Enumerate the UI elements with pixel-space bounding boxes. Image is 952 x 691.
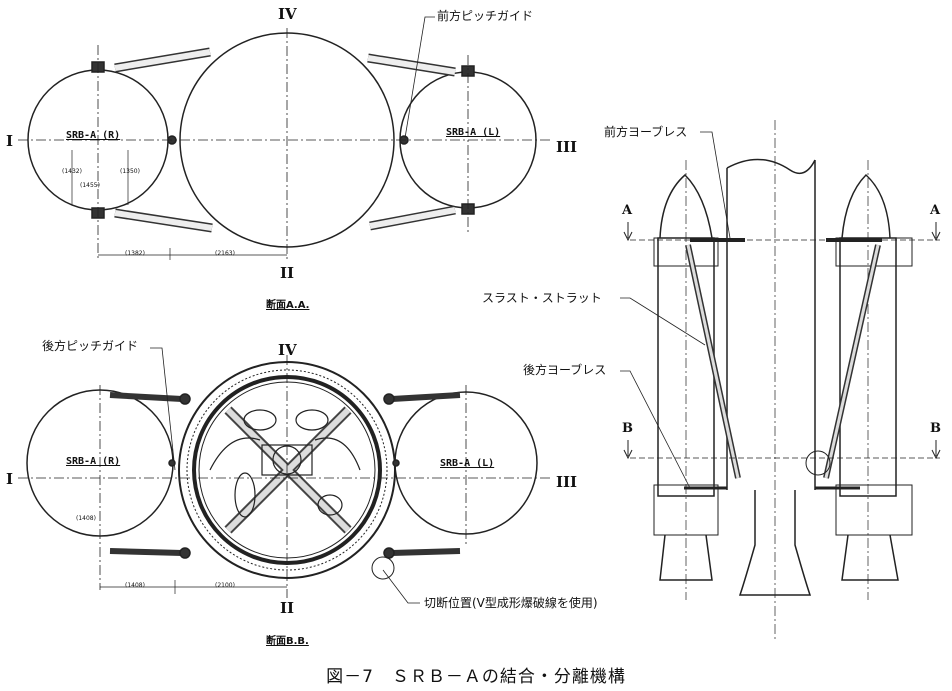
dim-bb-3: (1408) [76, 515, 96, 522]
section-bb-title: 断面B.B. [266, 636, 309, 647]
figure-caption: 図－7 ＳＲＢ－Ａの結合・分離機構 [326, 667, 626, 687]
section-b-mark-right: B [930, 421, 941, 436]
dim-aa-4: (1432) [62, 168, 82, 175]
section-b-mark-left: B [622, 421, 633, 436]
label-thrust-strut: スラスト・ストラット [482, 291, 602, 305]
axis-ii-bottom-aa: II [280, 264, 295, 282]
axis-iv-top-aa: IV [278, 5, 297, 23]
srb-l-label-aa: SRB-A (L) [446, 127, 501, 138]
dim-aa-1: (1382) [125, 250, 145, 257]
label-aft-pitch-guide: 後方ピッチガイド [42, 339, 139, 353]
section-a-mark-right: A [930, 203, 941, 218]
section-a-mark-left: A [622, 203, 633, 218]
srb-r-label-aa: SRB-A (R) [66, 130, 121, 141]
axis-iii-right-aa: III [556, 138, 578, 156]
dim-bb-1: (1408) [125, 582, 145, 589]
axis-iv-top-bb: IV [278, 341, 297, 359]
axis-ii-bottom-bb: II [280, 599, 295, 617]
dim-aa-2: (2163) [215, 250, 235, 257]
srb-l-label-bb: SRB-A (L) [440, 458, 495, 469]
dim-aa-3: (1455) [80, 182, 100, 189]
label-aft-yaw-brace: 後方ヨーブレス [523, 363, 607, 377]
axis-iii-right-bb: III [556, 473, 578, 491]
srb-side-right [841, 173, 891, 239]
section-aa-title: 断面A.A. [266, 300, 310, 311]
axis-i-left-aa: I [6, 132, 14, 150]
srb-side-left [659, 173, 713, 239]
core-stage-side [726, 160, 816, 490]
srb-r-label-bb: SRB-A (R) [66, 456, 121, 467]
dim-bb-2: (2100) [215, 582, 235, 589]
axis-i-left-bb: I [6, 470, 14, 488]
label-cut-position: 切断位置(V型成形爆破線を使用) [424, 596, 598, 610]
dim-aa-5: (1350) [120, 168, 140, 175]
label-forward-yaw-brace: 前方ヨーブレス [604, 125, 688, 139]
label-forward-pitch-guide: 前方ピッチガイド [437, 9, 534, 23]
